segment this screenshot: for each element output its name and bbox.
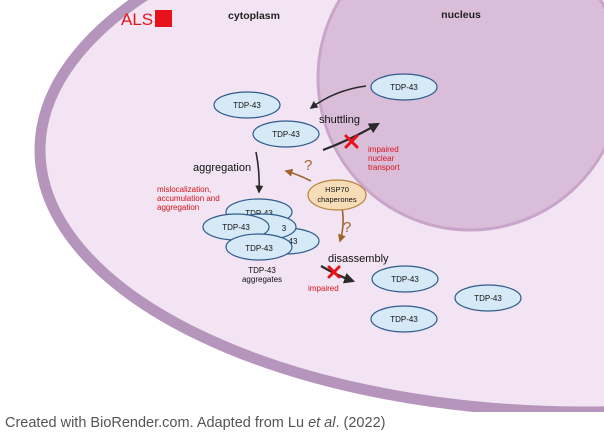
caption-suffix: . (2022) — [335, 415, 386, 431]
blocked-transport-x-icon — [344, 134, 359, 149]
tdp43-aggregates-label: TDP-43 aggregates — [242, 266, 282, 284]
svg-text:TDP-43: TDP-43 — [474, 294, 502, 303]
als-red-square-icon — [155, 10, 172, 27]
cytoplasm-label: cytoplasm — [228, 10, 280, 22]
svg-text:TDP-43: TDP-43 — [390, 315, 418, 324]
tdp43-released-3: TDP-43 — [370, 305, 438, 333]
shuttling-label: shuttling — [319, 114, 360, 126]
svg-text:impaired: impaired — [368, 145, 399, 154]
svg-text:43: 43 — [289, 237, 298, 246]
svg-text:TDP-43: TDP-43 — [391, 275, 419, 284]
disassembly-label: disassembly — [328, 253, 389, 265]
svg-text:TDP-43: TDP-43 — [390, 83, 418, 92]
tdp43-aggregate-cluster: TDP-43 43 3 TDP-43 TDP-43 — [202, 198, 320, 261]
svg-text:accumulation and: accumulation and — [157, 194, 220, 203]
svg-text:aggregation: aggregation — [157, 203, 199, 212]
question-mark-disassembly: ? — [343, 219, 351, 236]
tdp43-released-2: TDP-43 — [454, 284, 522, 312]
blocked-disassembly-x-icon — [327, 265, 341, 279]
svg-text:HSP70: HSP70 — [325, 185, 349, 194]
svg-text:mislocalization,: mislocalization, — [157, 185, 211, 194]
figure-caption: Created with BioRender.com. Adapted from… — [5, 415, 595, 431]
als-label: ALS — [121, 10, 153, 29]
question-mark-aggregation: ? — [304, 157, 312, 174]
svg-text:aggregates: aggregates — [242, 275, 282, 284]
impaired-nuclear-transport-label: impaired nuclear transport — [368, 145, 400, 172]
caption-prefix: Created with BioRender.com. Adapted from… — [5, 415, 309, 431]
chaperone-aggregation-arrow — [284, 168, 312, 182]
mislocalization-label: mislocalization, accumulation and aggreg… — [157, 185, 220, 212]
svg-text:TDP-43: TDP-43 — [233, 101, 261, 110]
svg-text:TDP-43: TDP-43 — [272, 130, 300, 139]
svg-text:nuclear: nuclear — [368, 154, 395, 163]
shuttling-in-arrow — [309, 85, 367, 109]
chaperone-disassembly-arrow — [338, 207, 346, 243]
nucleus-label: nucleus — [441, 9, 481, 21]
tdp43-cytoplasmic-2: TDP-43 — [252, 120, 320, 148]
svg-text:TDP-43: TDP-43 — [245, 244, 273, 253]
tdp43-released-1: TDP-43 — [371, 265, 439, 293]
als-tdp43-diagram: ALS cytoplasm nucleus ? ? TDP-43 TDP-43 … — [34, 0, 604, 412]
aggregation-arrow — [255, 151, 264, 194]
nucleus — [316, 0, 604, 232]
tdp43-nuclear: TDP-43 — [370, 73, 438, 101]
svg-text:3: 3 — [282, 224, 287, 233]
svg-text:TDP-43: TDP-43 — [222, 223, 250, 232]
aggregation-label: aggregation — [193, 162, 251, 174]
aggregate-protein-front-bottom: TDP-43 — [225, 233, 293, 261]
svg-text:TDP-43: TDP-43 — [248, 266, 276, 275]
svg-text:chaperones: chaperones — [317, 195, 356, 204]
impaired-disassembly-label: impaired — [308, 284, 339, 293]
tdp43-cytoplasmic-1: TDP-43 — [213, 91, 281, 119]
caption-italic: et al — [308, 415, 336, 431]
svg-text:transport: transport — [368, 163, 400, 172]
hsp70-chaperone: HSP70 chaperones — [307, 179, 367, 211]
